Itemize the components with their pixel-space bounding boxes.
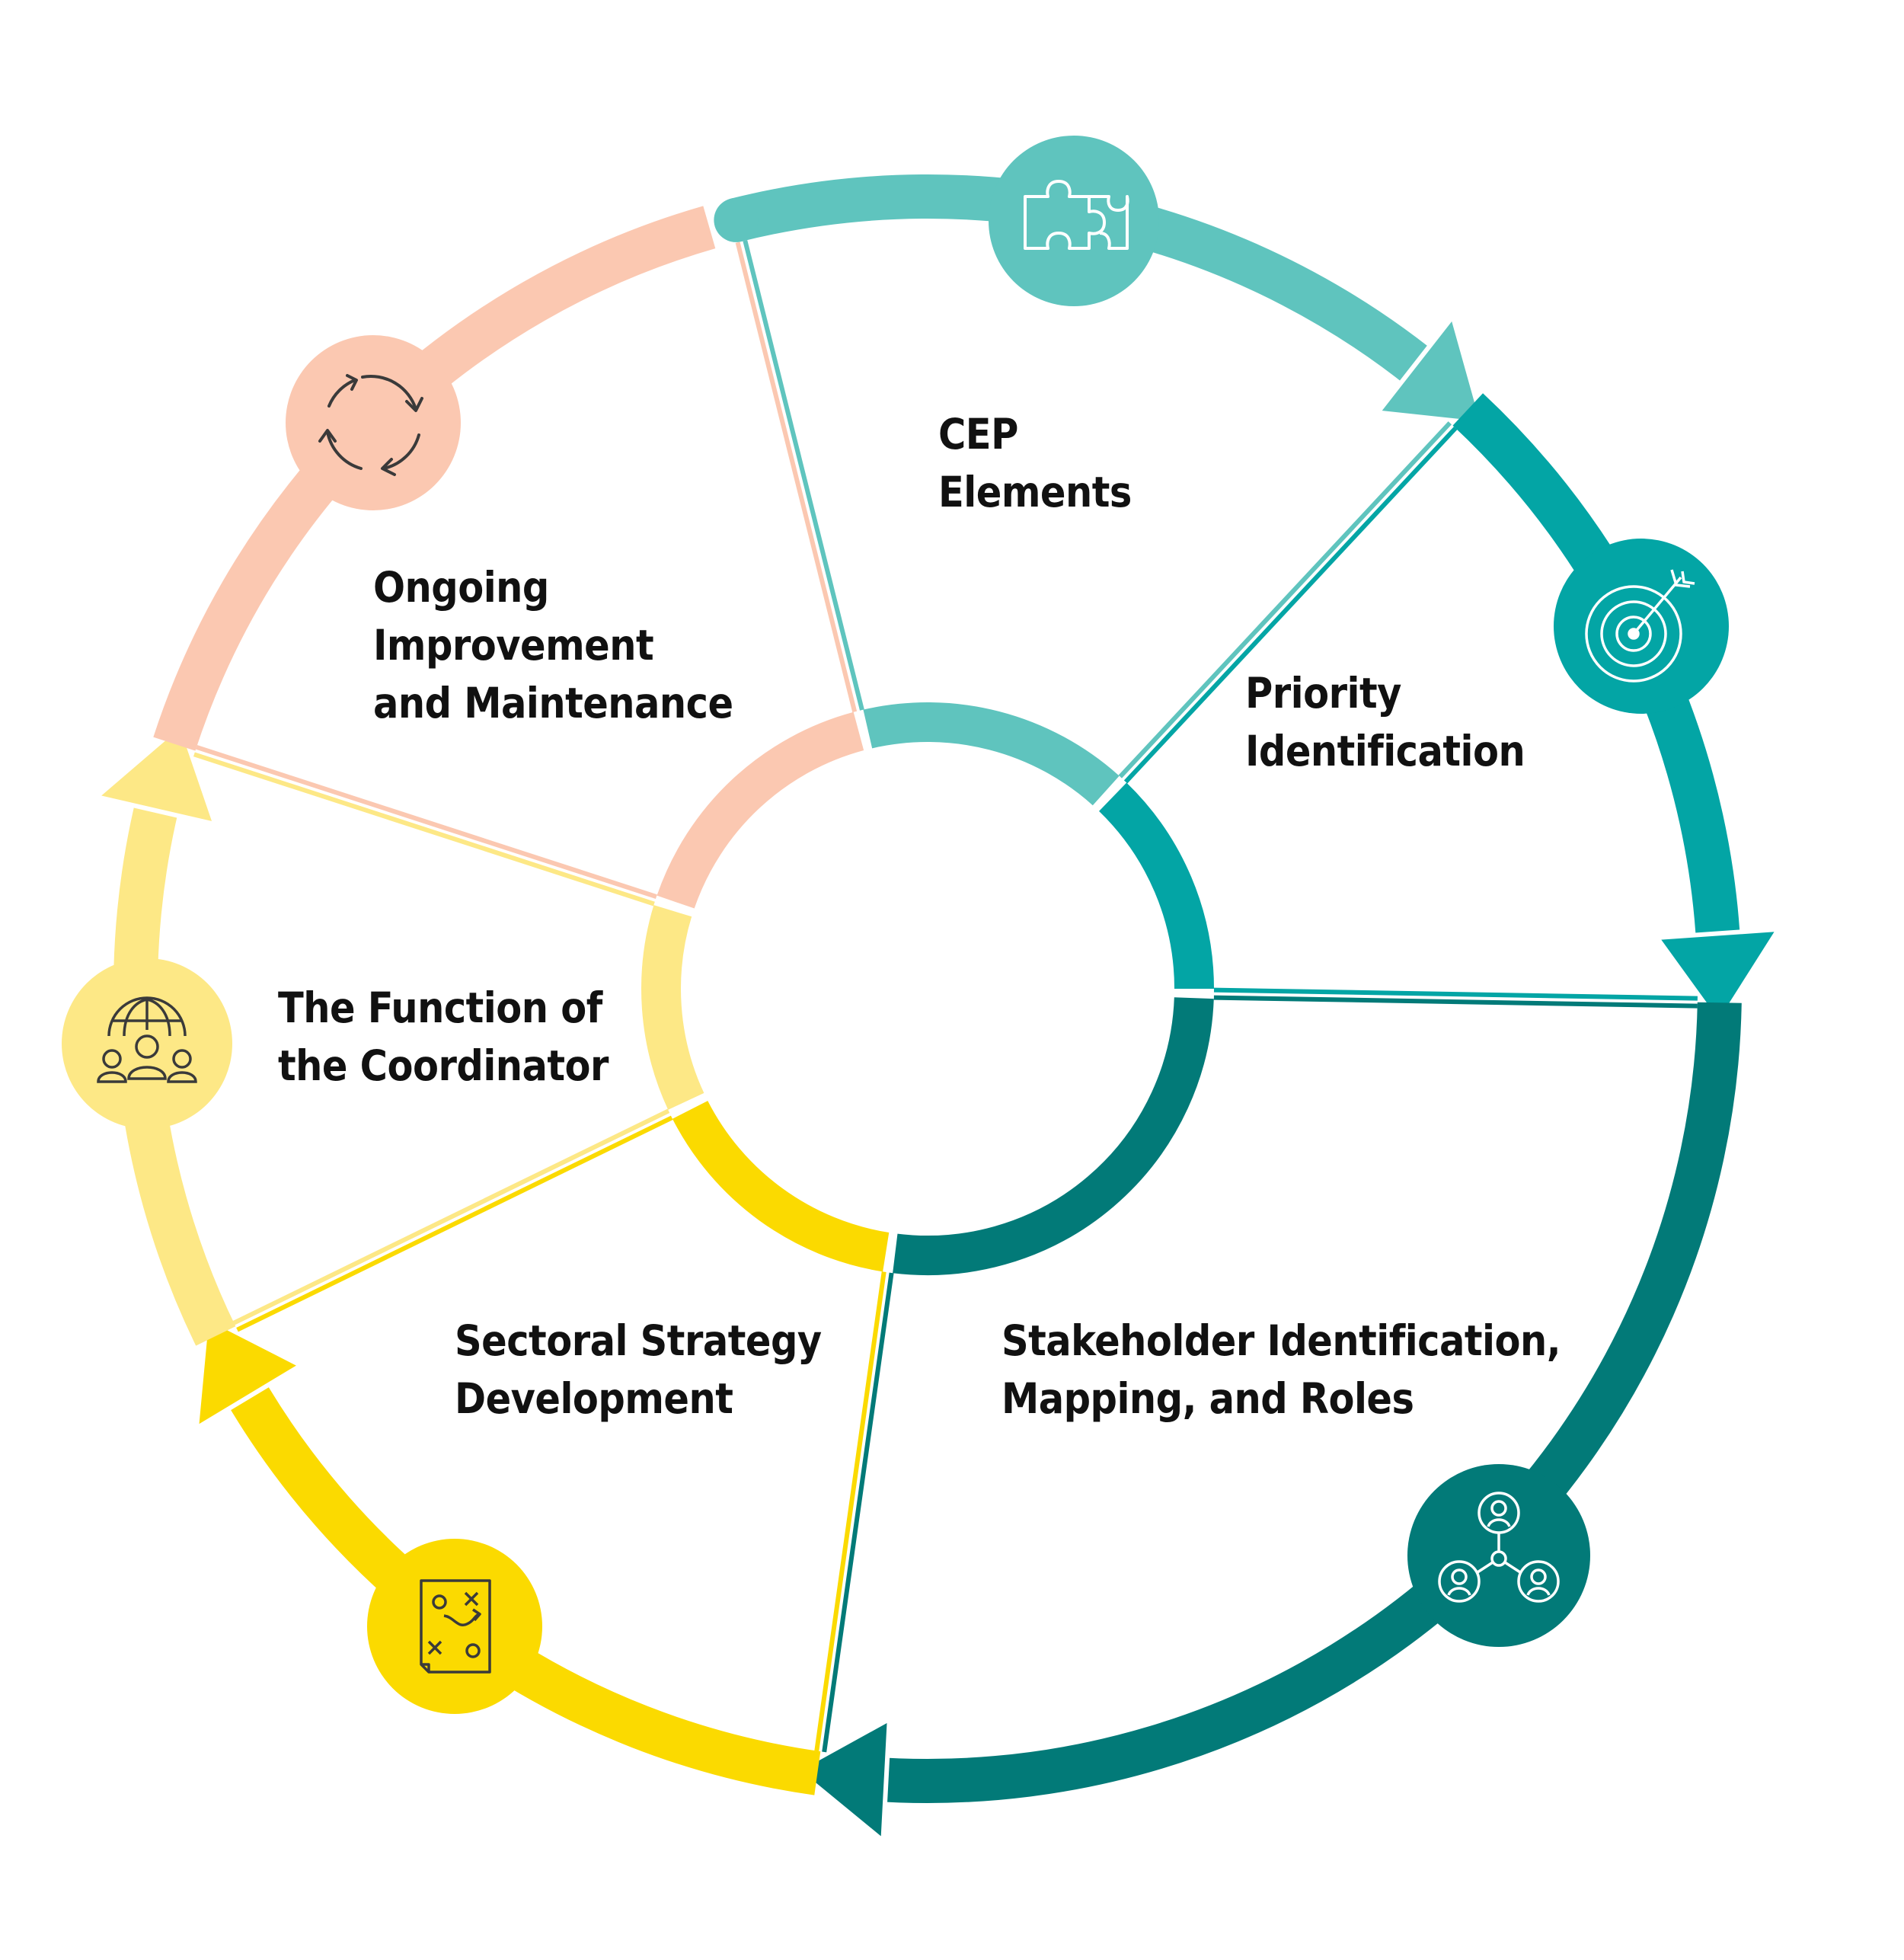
badge-cep bbox=[989, 136, 1159, 306]
divider-line-1-1 bbox=[1123, 426, 1458, 784]
inner-segment-sectoral bbox=[672, 1100, 890, 1272]
label-sectoral: Sectoral Strategy Development bbox=[455, 1312, 822, 1428]
label-cep-line-2: Elements bbox=[938, 468, 1132, 516]
badge-priority bbox=[1554, 539, 1729, 714]
label-sectoral-line-1: Sectoral Strategy bbox=[455, 1316, 822, 1365]
cycle-arrows-icon bbox=[318, 374, 423, 476]
label-ongoing-line-1: Ongoing bbox=[373, 563, 549, 612]
segment-dividers bbox=[193, 240, 1698, 1753]
badge-ongoing bbox=[286, 335, 461, 510]
label-stakeholder: Stakeholder Identification, Mapping, and… bbox=[1002, 1312, 1561, 1428]
badge-coordinator-circle bbox=[62, 958, 232, 1129]
label-sectoral-line-2: Development bbox=[455, 1374, 733, 1423]
label-priority-line-1: Priority bbox=[1245, 669, 1401, 718]
divider-line-5-0 bbox=[193, 752, 655, 906]
arrowhead-coordinator bbox=[91, 720, 219, 828]
divider-line-4-0 bbox=[236, 1115, 673, 1332]
label-coordinator-line-1: The Function of bbox=[278, 983, 602, 1032]
inner-segment-priority bbox=[1098, 782, 1214, 990]
label-ongoing-line-2: Improvement bbox=[373, 621, 654, 670]
label-priority: Priority Identification bbox=[1245, 664, 1525, 780]
arrowhead-cep bbox=[1373, 311, 1486, 427]
label-ongoing-line-3: and Maintenance bbox=[373, 679, 733, 727]
puzzle-icon bbox=[1024, 180, 1129, 250]
inner-segment-cep bbox=[863, 702, 1120, 806]
arrowhead-stakeholder bbox=[793, 1715, 893, 1846]
arrowhead-sectoral bbox=[193, 1313, 306, 1433]
badge-cep-circle bbox=[989, 136, 1159, 306]
divider-line-4-1 bbox=[232, 1108, 670, 1325]
divider-line-5-1 bbox=[196, 744, 657, 899]
label-priority-line-2: Identification bbox=[1245, 727, 1525, 775]
badge-ongoing-circle bbox=[286, 335, 461, 510]
divider-line-3-1 bbox=[814, 1271, 887, 1751]
inner-segment-stakeholder bbox=[893, 997, 1214, 1276]
badge-sectoral-circle bbox=[367, 1539, 542, 1714]
label-ongoing: Ongoing Improvement and Maintenance bbox=[373, 558, 733, 732]
label-coordinator-line-2: the Coordinator bbox=[278, 1041, 609, 1090]
network-people-icon bbox=[1438, 1492, 1560, 1603]
badge-sectoral bbox=[367, 1539, 542, 1714]
inner-ring bbox=[641, 702, 1214, 1276]
label-cep-line-1: CEP bbox=[938, 410, 1018, 459]
label-cep: CEP Elements bbox=[938, 405, 1132, 521]
badge-coordinator bbox=[62, 958, 232, 1129]
label-stakeholder-line-2: Mapping, and Roles bbox=[1002, 1374, 1414, 1423]
arrowhead-priority bbox=[1653, 926, 1784, 1028]
strategy-plan-icon bbox=[420, 1579, 491, 1674]
ring-start-cap bbox=[714, 197, 759, 242]
inner-segment-coordinator bbox=[641, 905, 704, 1110]
divider-line-0-0 bbox=[735, 241, 858, 713]
divider-line-0-1 bbox=[743, 240, 864, 711]
divider-line-2-1 bbox=[1213, 995, 1698, 1009]
global-team-icon bbox=[97, 996, 197, 1083]
divider-line-2-0 bbox=[1213, 987, 1698, 1001]
label-stakeholder-line-1: Stakeholder Identification, bbox=[1002, 1316, 1561, 1365]
label-coordinator: The Function of the Coordinator bbox=[278, 979, 609, 1095]
divider-line-1-0 bbox=[1118, 421, 1452, 779]
inner-segment-ongoing bbox=[656, 711, 864, 909]
target-icon bbox=[1585, 569, 1695, 683]
badge-stakeholder-circle bbox=[1407, 1464, 1590, 1647]
badge-stakeholder bbox=[1407, 1464, 1590, 1647]
divider-line-3-0 bbox=[822, 1272, 894, 1753]
